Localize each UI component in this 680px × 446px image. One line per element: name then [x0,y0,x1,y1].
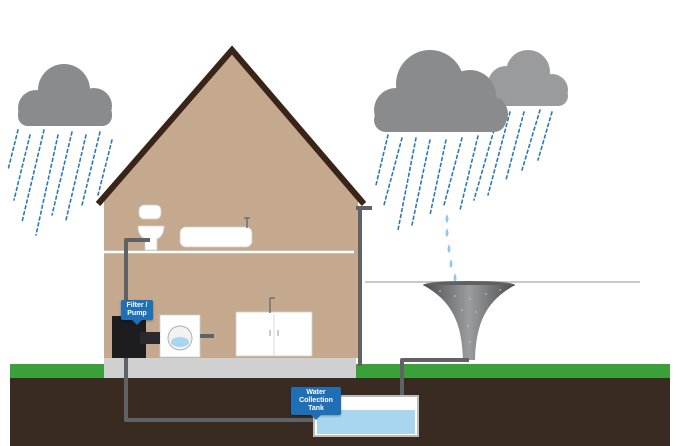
bathtub [179,217,253,248]
filter-pump-unit [112,316,160,358]
house [95,45,367,378]
rain-right [375,109,553,231]
collection-tank-label: Water Collection Tank [291,387,341,420]
rain-left [7,129,113,236]
filter-pump-label: Filter / Pump [121,300,153,325]
cloud-left [18,64,112,126]
kitchen-cabinet [235,297,313,357]
water-drops [445,214,457,282]
washing-machine [159,314,201,358]
cloud-right-front [374,50,508,132]
cloud-right-back [488,50,568,106]
rain-funnel [423,281,515,360]
toilet [137,204,165,251]
house-foundation [104,358,356,378]
